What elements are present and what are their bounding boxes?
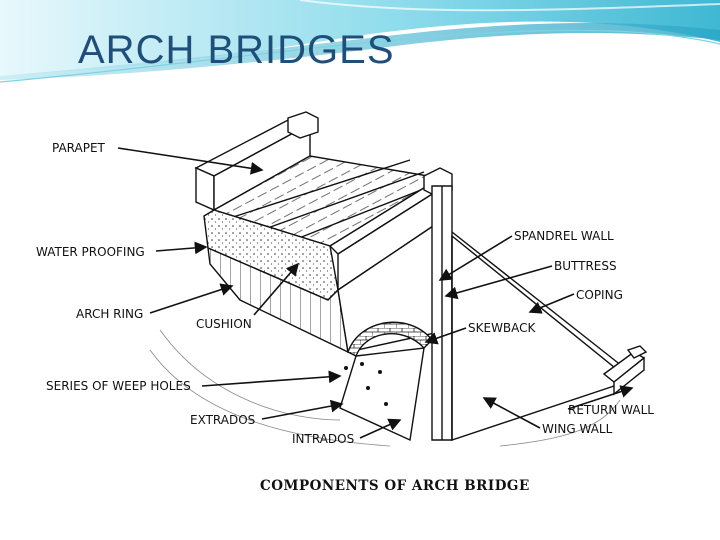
label-spandrel-wall: SPANDREL WALL xyxy=(514,229,614,243)
parapet-left xyxy=(194,111,319,212)
header-swoosh xyxy=(0,0,720,83)
label-buttress: BUTTRESS xyxy=(554,259,617,273)
leader-lines xyxy=(117,147,634,439)
label-wing-wall: WING WALL xyxy=(542,422,613,436)
label-arch-ring: ARCH RING xyxy=(76,307,143,321)
label-parapet: PARAPET xyxy=(52,141,106,155)
buttress xyxy=(431,185,453,441)
label-coping: COPING xyxy=(576,288,623,302)
label-skewback: SKEWBACK xyxy=(468,321,537,335)
diagram-caption: COMPONENTS OF ARCH BRIDGE xyxy=(260,478,530,494)
label-intrados: INTRADOS xyxy=(292,432,354,446)
label-water-proofing: WATER PROOFING xyxy=(36,245,145,259)
ground-lines xyxy=(149,329,621,447)
parapet-right xyxy=(328,167,453,292)
label-cushion: CUSHION xyxy=(196,317,252,331)
arch-bridge-diagram: PARAPET WATER PROOFING ARCH RING CUSHION… xyxy=(36,111,654,494)
label-weep-holes: SERIES OF WEEP HOLES xyxy=(46,379,191,393)
label-return-wall: RETURN WALL xyxy=(568,403,654,417)
return-wall xyxy=(602,345,648,396)
abutment xyxy=(339,347,425,442)
slide-title: ARCH BRIDGES xyxy=(78,28,395,72)
label-extrados: EXTRADOS xyxy=(190,413,255,427)
